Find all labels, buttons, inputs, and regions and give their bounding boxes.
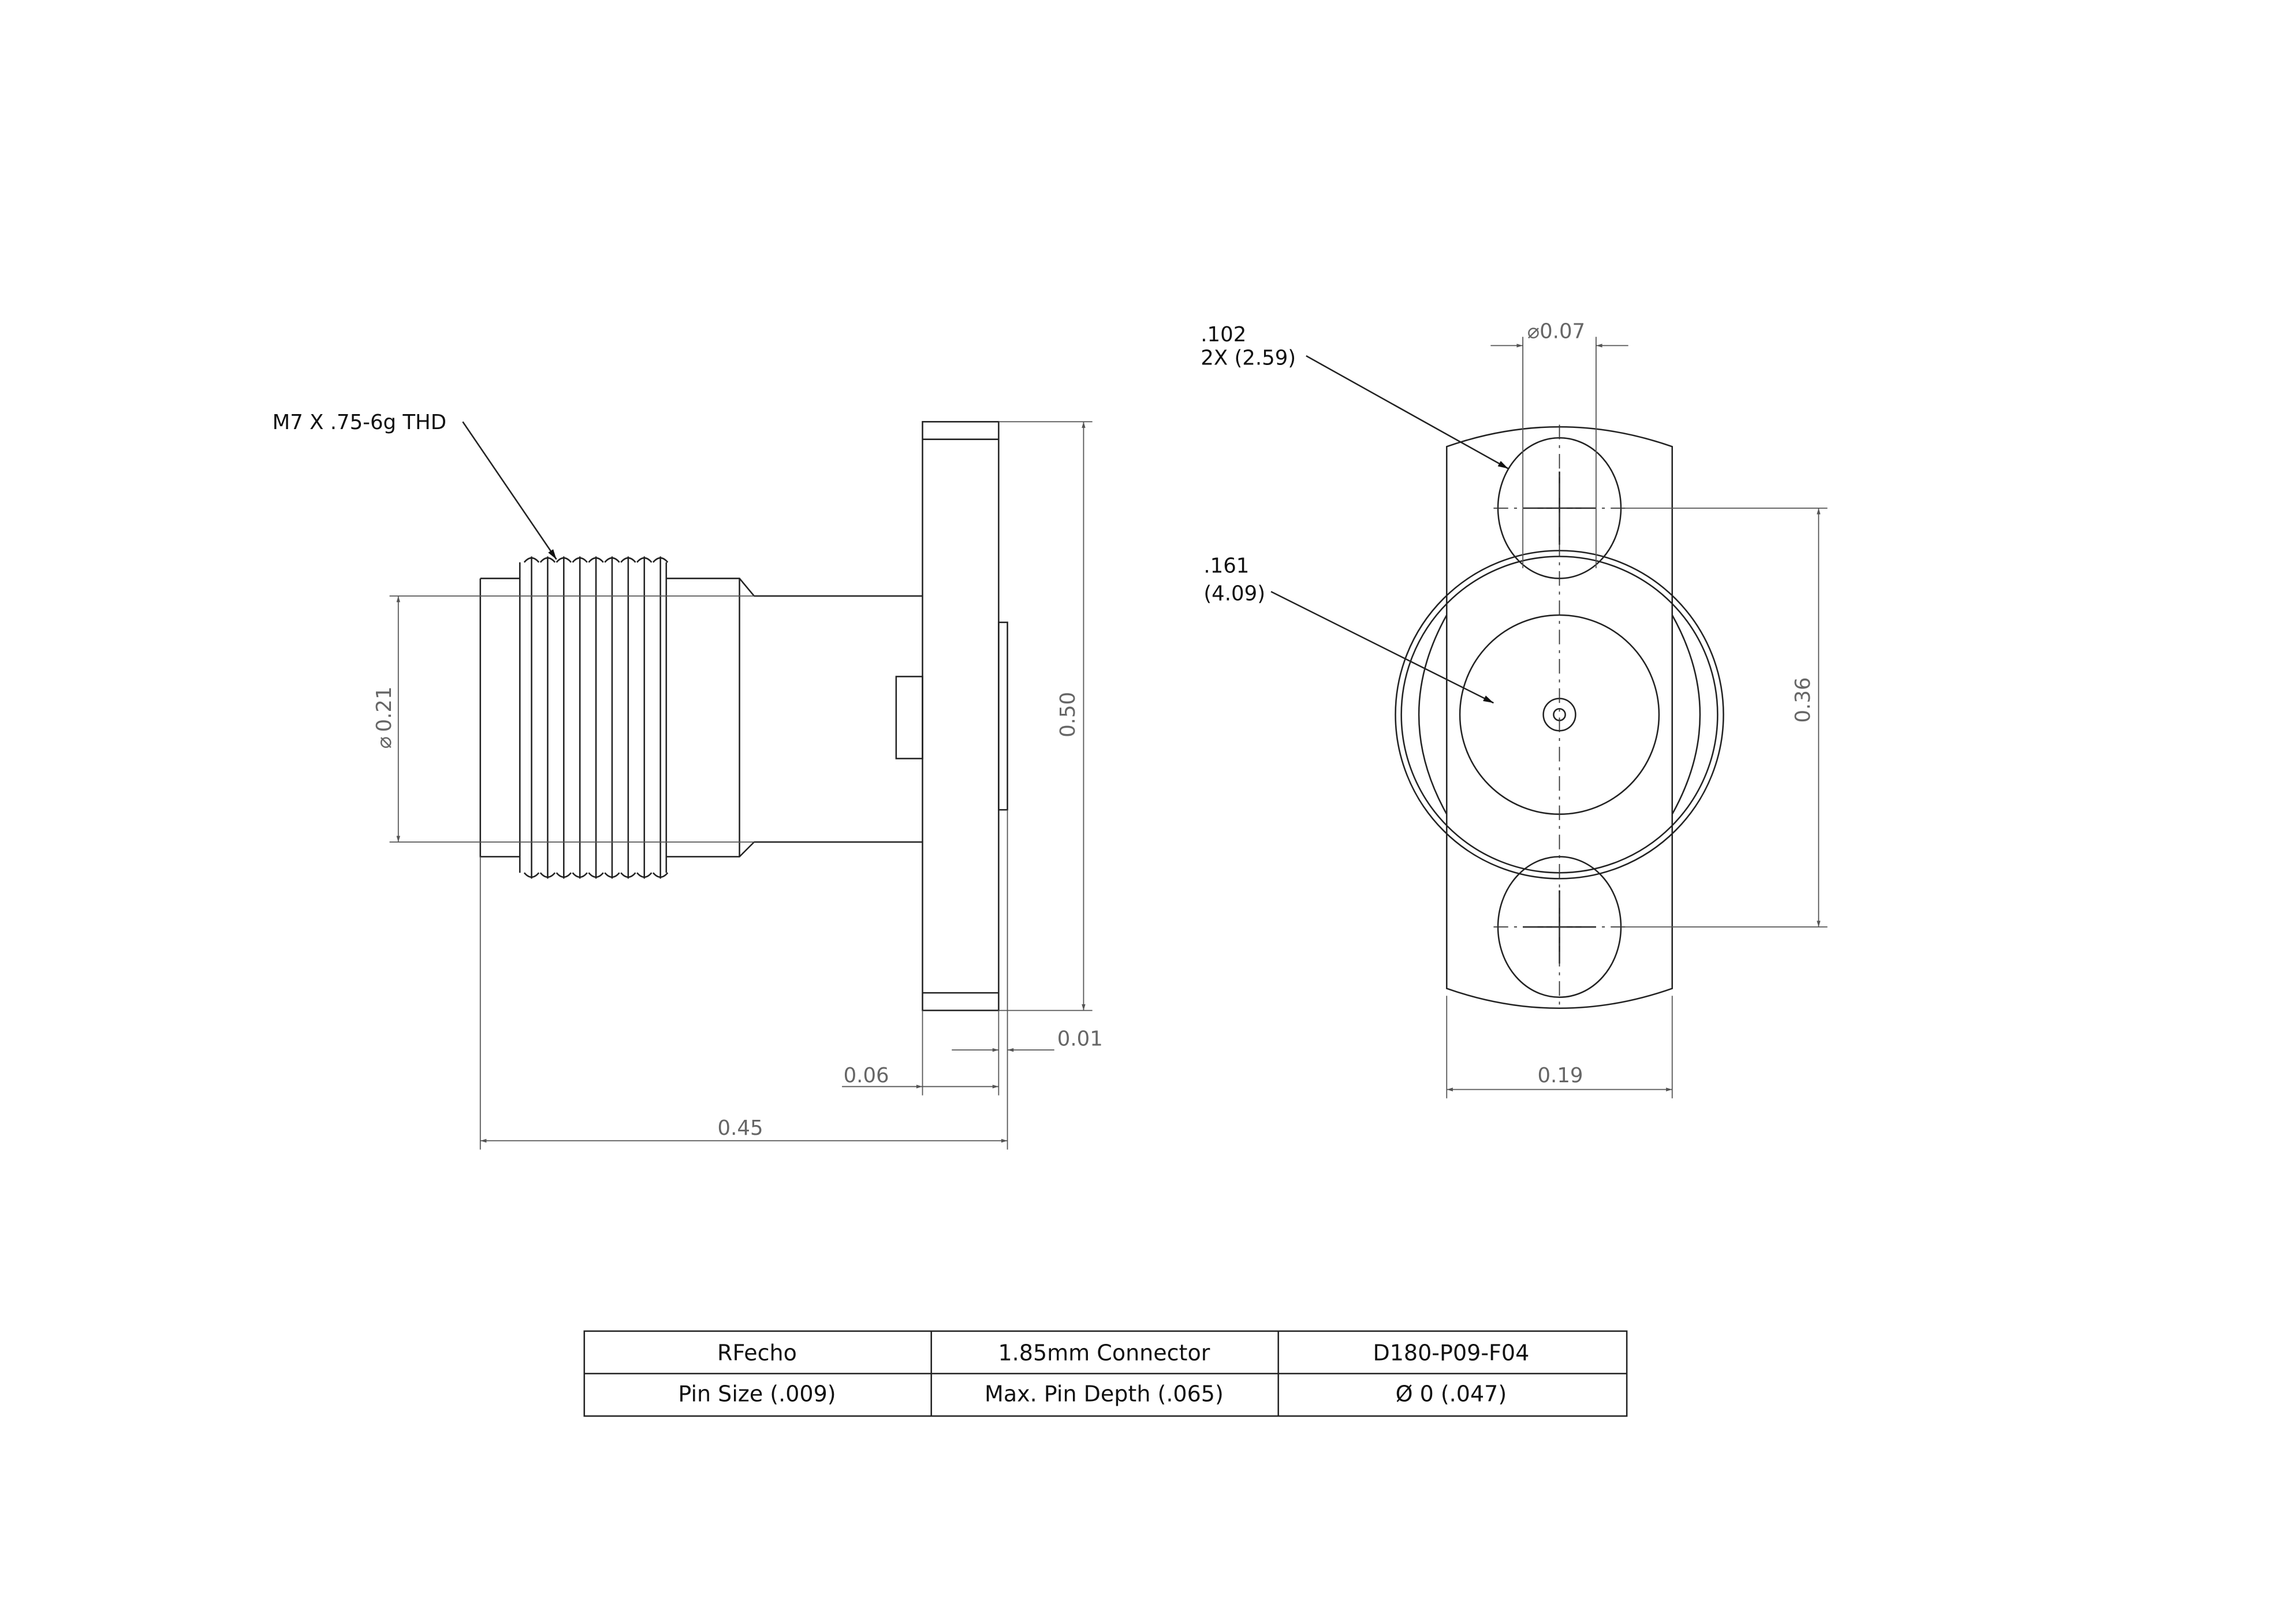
dim-bore-value: 0.21 — [372, 686, 396, 732]
dim-bore: ⌀ 0.21 — [372, 595, 754, 843]
dim-flange-value: 0.06 — [844, 1064, 889, 1087]
dim-flange: 0.06 — [842, 1064, 999, 1089]
hole-leader — [1306, 355, 1509, 470]
bore-callout-mm: (4.09) — [1203, 582, 1265, 606]
dim-hole-dia: ⌀0.07 — [1490, 320, 1628, 568]
cell-part-number: D180-P09-F04 — [1373, 1340, 1529, 1366]
hole-callout-in: .102 — [1201, 323, 1246, 347]
thread-lines — [519, 556, 669, 879]
connector-body — [479, 420, 1008, 1011]
dim-hole-spacing: 0.36 — [1625, 507, 1828, 928]
bore-leader — [1270, 591, 1494, 704]
dim-height-value: 0.50 — [1056, 692, 1080, 737]
cell-pin-size: Pin Size (.009) — [678, 1381, 836, 1407]
svg-text:⌀0.07: ⌀0.07 — [1527, 320, 1585, 344]
dim-width: 0.19 — [1446, 996, 1673, 1098]
flange-outline — [1445, 426, 1673, 1009]
dim-step-value: 0.01 — [1057, 1027, 1103, 1051]
thread-note: M7 X .75-6g THD — [273, 411, 446, 434]
diameter-symbol: ⌀ — [1527, 320, 1540, 344]
cell-pin-depth: Max. Pin Depth (.065) — [985, 1381, 1224, 1407]
front-view: ⌀0.07 0.36 0.19 .102 2X (2.59) .161 (4.0… — [1201, 320, 1828, 1098]
dim-length-value: 0.45 — [718, 1116, 763, 1140]
cell-diameter: Ø 0 (.047) — [1396, 1381, 1507, 1407]
bore-callout-in: .161 — [1203, 554, 1249, 578]
side-view: M7 X .75-6g THD ⌀ 0.21 0.50 0.01 — [273, 411, 1103, 1150]
svg-text:⌀0.21: ⌀ 0.21 — [372, 686, 396, 748]
dim-height: 0.50 — [998, 421, 1093, 1011]
dim-hole-dia-value: 0.07 — [1540, 320, 1585, 344]
title-block: RFecho 1.85mm Connector D180-P09-F04 Pin… — [583, 1330, 1628, 1417]
thread-leader — [462, 421, 557, 560]
dim-hole-spacing-value: 0.36 — [1791, 677, 1815, 723]
dim-length: 0.45 — [480, 1116, 1008, 1143]
thread — [519, 556, 669, 879]
diameter-symbol: ⌀ — [372, 736, 396, 748]
hole-callout-mm: 2X (2.59) — [1201, 346, 1296, 370]
dim-step: 0.01 — [952, 1027, 1103, 1052]
dim-width-value: 0.19 — [1537, 1064, 1583, 1087]
cell-brand: RFecho — [717, 1340, 797, 1366]
cell-product: 1.85mm Connector — [998, 1340, 1210, 1366]
